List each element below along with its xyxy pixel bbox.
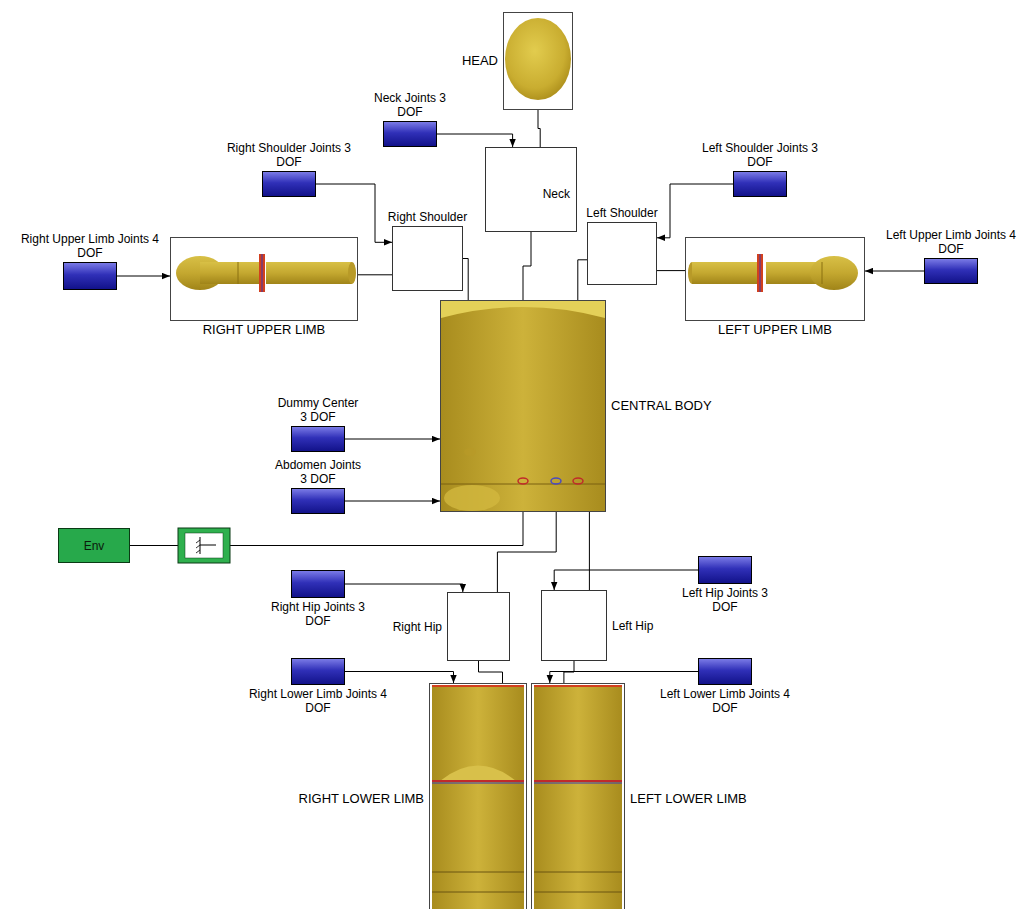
block-label: Left Hip [612,619,653,633]
physical-connection [589,512,590,590]
block-label: RIGHT UPPER LIMB [203,323,326,337]
joint-input: Left Upper Limb Joints 4 DOF [924,258,978,284]
joint-input: Right Lower Limb Joints 4 DOF [291,658,345,685]
joint-input: Left Shoulder Joints 3 DOF [733,171,787,197]
joint-input: Neck Joints 3 DOF [383,121,437,147]
physical-connection [497,512,556,592]
head-block: HEAD [503,12,573,110]
signal-line [345,439,440,440]
signal-line [657,184,733,238]
limb-block: LEFT UPPER LIMB [685,237,865,321]
left-leg-shape [534,686,622,909]
joint-block: Left Shoulder [587,222,657,285]
physical-connection [463,259,468,301]
physical-connection [479,661,503,683]
block-label: Right Lower Limb Joints 4 DOF [248,687,388,715]
signal-line [865,271,924,272]
signal-line [345,501,440,502]
joint-block: Neck [485,147,577,232]
block-label: LEFT UPPER LIMB [718,323,832,337]
right-arm-shape [176,254,356,292]
signal-line [117,276,170,277]
block-label: Left Upper Limb Joints 4 DOF [885,228,1017,256]
joint-block: Right Shoulder [392,226,463,291]
block-label: Neck Joints 3 DOF [371,91,449,119]
head-shape [505,18,571,100]
joint-input: Right Shoulder Joints 3 DOF [262,171,316,197]
limb-block: RIGHT UPPER LIMB [170,237,358,321]
block-label: RIGHT LOWER LIMB [299,792,424,806]
signal-line [550,672,698,684]
signal-line [554,570,698,590]
joint-block: Left Hip [541,590,607,661]
joint-input: Dummy Center 3 DOF [291,426,345,452]
joint-block: Right Hip [447,592,510,661]
physical-connection [538,110,540,147]
right-leg-shape [432,686,524,909]
block-label: Right Shoulder Joints 3 DOF [225,141,353,169]
torso-shape [441,301,605,511]
left-arm-shape [688,254,858,292]
block-label: HEAD [462,54,498,68]
environment-block: Env [58,528,130,563]
signal-line [345,584,463,592]
physical-connection [578,260,587,300]
block-label: Right Shoulder [388,210,467,224]
limb-block: LEFT LOWER LIMB [531,683,625,909]
joint-input: Left Lower Limb Joints 4 DOF [698,658,752,685]
limb-block: RIGHT LOWER LIMB [429,683,527,909]
signal-line [437,134,513,147]
block-label: Neck [543,187,570,201]
block-label: Right Hip [393,620,442,634]
physical-connection [358,274,392,275]
block-label: Abdomen Joints 3 DOF [270,458,366,486]
block-label: LEFT LOWER LIMB [630,792,747,806]
block-label: Right Hip Joints 3 DOF [269,600,367,628]
block-label: Left Lower Limb Joints 4 DOF [659,687,791,715]
body-block: CENTRAL BODY [440,300,606,512]
block-label: CENTRAL BODY [611,399,712,413]
joint-input: Left Hip Joints 3 DOF [698,556,752,584]
joint-input: Right Upper Limb Joints 4 DOF [63,262,117,290]
world-frame-block [178,528,230,563]
block-label: Right Upper Limb Joints 4 DOF [20,232,160,260]
joint-input: Abdomen Joints 3 DOF [291,488,345,514]
block-label: Left Shoulder [586,206,657,220]
joint-input: Right Hip Joints 3 DOF [291,570,345,598]
signal-line [316,184,392,242]
block-label: Env [84,539,105,553]
signal-line [345,672,454,684]
block-label: Left Shoulder Joints 3 DOF [698,141,822,169]
block-label: Dummy Center 3 DOF [274,396,362,424]
physical-connection [523,232,531,300]
block-label: Left Hip Joints 3 DOF [679,586,771,614]
physical-connection [657,270,685,271]
